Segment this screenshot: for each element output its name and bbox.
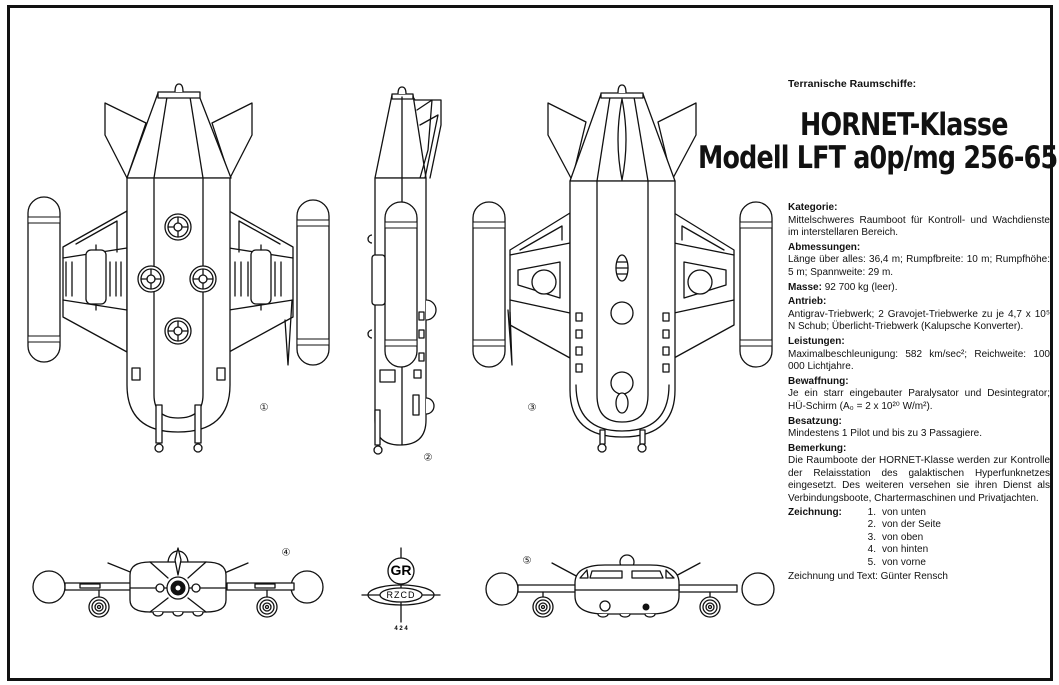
- model-designation: Modell LFT a0p/mg 256-65: [698, 140, 1058, 176]
- list-item: 5.von vorne: [867, 557, 926, 569]
- spec-heading: Leistungen:: [788, 335, 845, 347]
- credit-line: Zeichnung und Text: Günter Rensch: [788, 570, 948, 582]
- spec-abmessungen: Abmessungen: Länge über alles: 36,4 m; R…: [788, 242, 1050, 280]
- view-number-1: ①: [260, 403, 269, 414]
- spec-body: Länge über alles: 36,4 m; Rumpfbreite: 1…: [788, 254, 1050, 278]
- view-number-3: ③: [528, 403, 537, 414]
- side-pod-left: [472, 201, 506, 368]
- wing-left: [62, 210, 128, 353]
- list-item: 4.von hinten: [867, 544, 929, 556]
- view-number-5: ⑤: [523, 556, 532, 567]
- spec-body: 92 700 kg (leer).: [824, 281, 898, 293]
- publisher-logo: GR RZCD 4 2 4: [361, 547, 441, 632]
- spec-heading: Abmessungen:: [788, 241, 861, 253]
- wing-left: [509, 212, 571, 359]
- spec-bewaffnung: Bewaffnung: Je ein starr eingebauter Par…: [788, 376, 1050, 414]
- page-title: HORNET-Klasse: [800, 107, 1008, 143]
- page-frame: [7, 5, 1053, 681]
- pod-right: [290, 570, 324, 604]
- spec-heading: Kategorie:: [788, 202, 838, 213]
- spec-heading: Besatzung:: [788, 415, 842, 427]
- side-pod-right: [296, 199, 330, 366]
- spec-body: Mindestens 1 Pilot und bis zu 3 Passagie…: [788, 428, 982, 440]
- pod-left: [485, 572, 519, 606]
- fuselage: [126, 83, 232, 433]
- view-2-side: ②: [367, 86, 442, 464]
- side-pod-left: [27, 196, 61, 363]
- spec-masse: Masse: 92 700 kg (leer).: [788, 282, 1050, 295]
- view-5-front: ⑤: [485, 554, 775, 618]
- logo-initials: GR: [391, 562, 412, 578]
- view-number-2: ②: [424, 453, 433, 464]
- side-pod-right: [739, 201, 773, 368]
- engine-left: [532, 591, 554, 618]
- list-item: 2.von der Seite: [867, 519, 941, 531]
- supertitle: Terranische Raumschiffe:: [788, 78, 917, 90]
- logo-text: RZCD: [387, 590, 416, 600]
- spec-heading: Masse:: [788, 281, 822, 293]
- logo-code: 4 2 4: [394, 626, 408, 632]
- nose-section: [374, 94, 427, 179]
- view-number-4: ④: [282, 548, 291, 559]
- spec-sheet: Kategorie: Mittelschweres Raumboot für K…: [788, 200, 1050, 583]
- spec-body: Je ein starr eingebauter Paralysator und…: [788, 388, 1050, 412]
- view-1-bottom: ①: [27, 83, 330, 453]
- spec-body: Mittelschweres Raumboot für Kontroll- un…: [788, 214, 1050, 239]
- drawing-legend: Zeichnung: 1.von unten 2.von der Seite 3…: [788, 507, 1050, 570]
- drawing-legend-label: Zeichnung:: [788, 506, 842, 518]
- vent-ports: [137, 213, 217, 345]
- view-3-top: ③: [472, 84, 773, 453]
- drawing-legend-list: 1.von unten 2.von der Seite 3.von oben 4…: [862, 507, 941, 570]
- wing-right: [228, 210, 294, 366]
- spec-besatzung: Besatzung: Mindestens 1 Pilot und bis zu…: [788, 416, 1050, 441]
- spec-heading: Antrieb:: [788, 296, 827, 308]
- spec-leistungen: Leistungen: Maximalbeschleunigung: 582 k…: [788, 336, 1050, 374]
- gun-barrels: [154, 404, 203, 453]
- spec-heading: Bemerkung:: [788, 442, 847, 454]
- gun-barrels: [597, 429, 647, 453]
- spec-body: Die Raumboote der HORNET-Klasse werden z…: [788, 455, 1050, 505]
- engine-right: [256, 589, 278, 618]
- wing-right: [673, 212, 735, 359]
- view-4-rear: ④: [32, 547, 324, 618]
- engine-left: [88, 589, 110, 618]
- spec-antrieb: Antrieb: Antigrav-Triebwerk; 2 Gravojet-…: [788, 296, 1050, 334]
- spec-heading: Bewaffnung:: [788, 375, 849, 387]
- pod-right: [741, 572, 775, 606]
- list-item: 3.von oben: [867, 531, 924, 543]
- fuselage: [569, 84, 676, 438]
- list-item: 1.von unten: [867, 506, 926, 518]
- spec-body: Antigrav-Triebwerk; 2 Gravojet-Triebwerk…: [788, 308, 1050, 333]
- spec-bemerkung: Bemerkung: Die Raumboote der HORNET-Klas…: [788, 443, 1050, 506]
- spec-kategorie: Kategorie: Mittelschweres Raumboot für K…: [788, 202, 1050, 240]
- engine-right: [699, 591, 721, 618]
- spec-body: Maximalbeschleunigung: 582 km/sec²; Reic…: [788, 348, 1050, 373]
- pod-left: [32, 570, 66, 604]
